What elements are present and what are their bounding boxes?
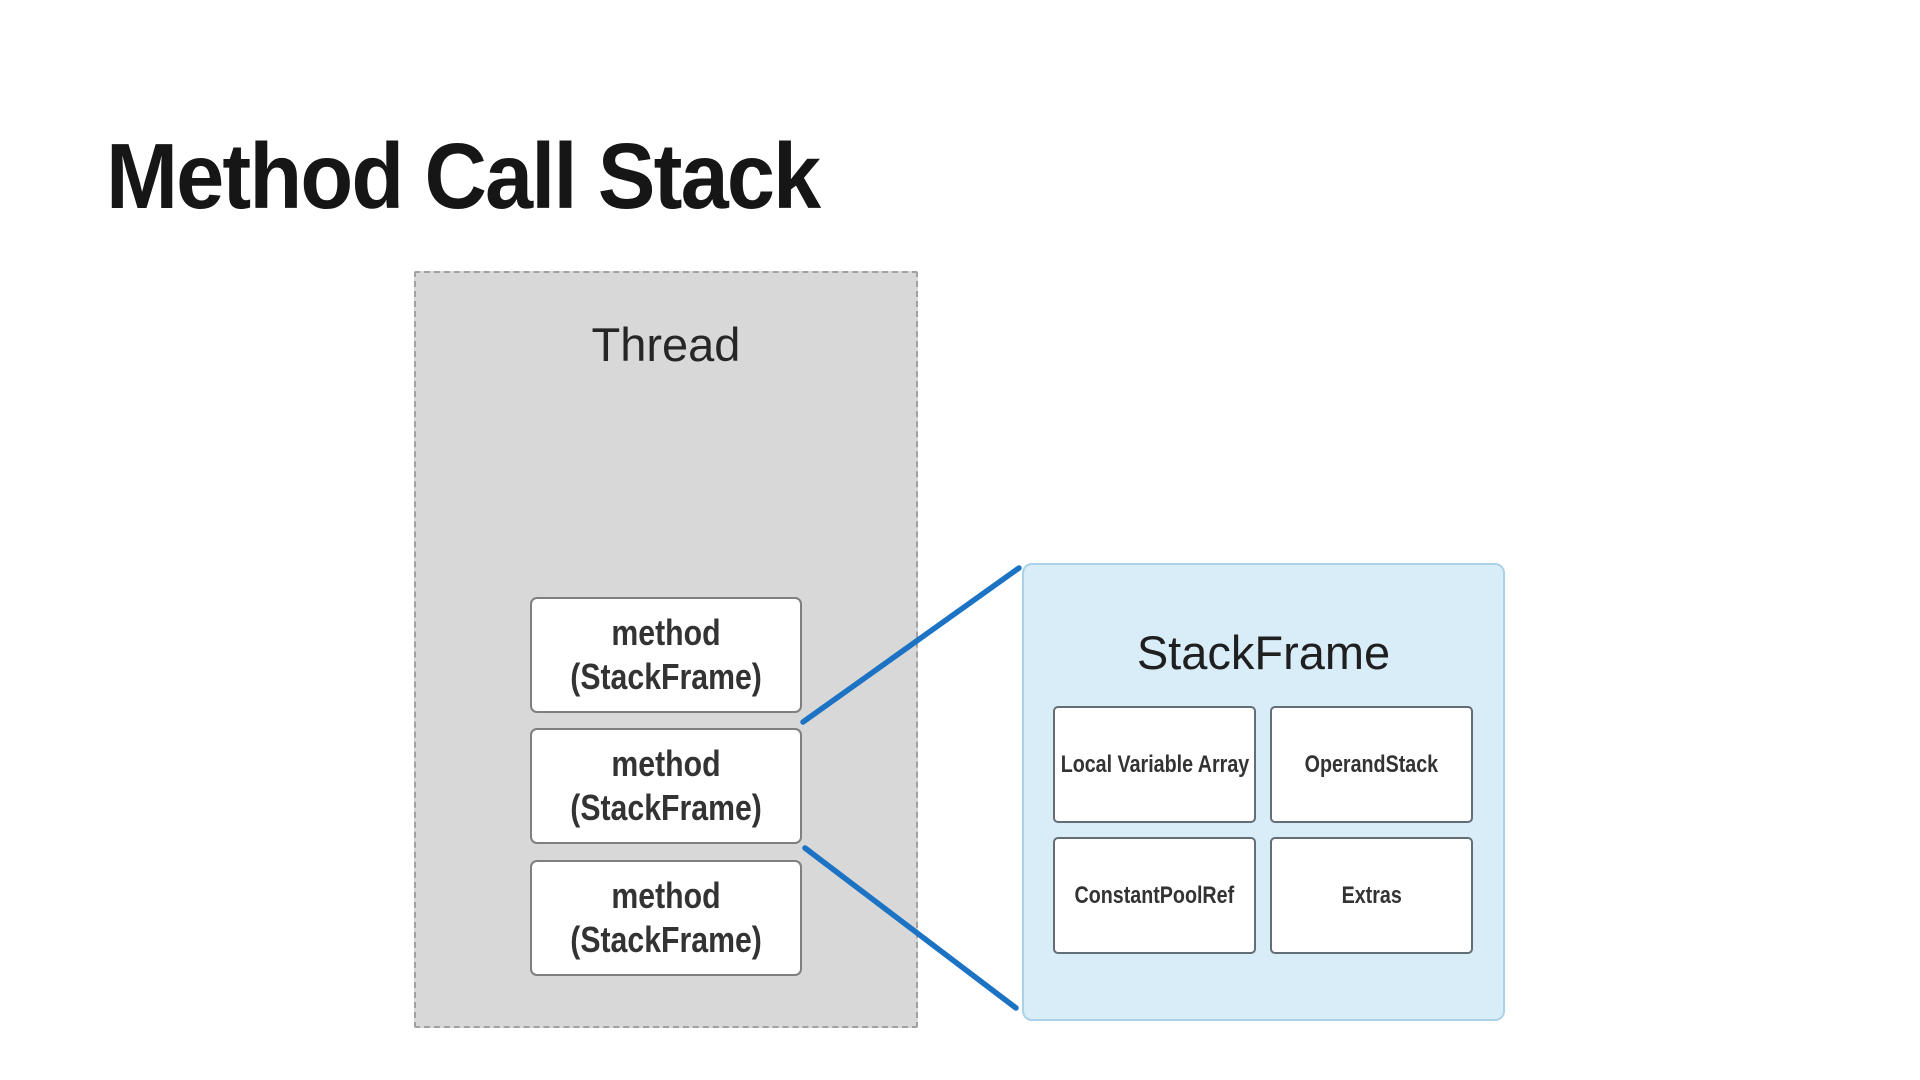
method-frame: method (StackFrame) — [530, 728, 802, 844]
stackframe-cell-extras: Extras — [1270, 837, 1473, 954]
method-frame-type: (StackFrame) — [570, 656, 762, 697]
thread-label: Thread — [591, 318, 741, 371]
stackframe-title: StackFrame — [1136, 626, 1391, 679]
stackframe-cell-operandstack: OperandStack — [1270, 706, 1473, 823]
method-frame: method (StackFrame) — [530, 860, 802, 976]
stackframe-cell-local-variable-array: Local Variable Array — [1053, 706, 1256, 823]
stackframe-panel: StackFrame Local Variable Array OperandS… — [1022, 563, 1505, 1021]
method-frame-type: (StackFrame) — [570, 787, 762, 828]
stackframe-grid: Local Variable Array OperandStack Consta… — [1053, 706, 1473, 954]
method-frame-name: method — [611, 743, 721, 784]
method-frame-type: (StackFrame) — [570, 919, 762, 960]
method-frame-name: method — [611, 875, 721, 916]
page-title: Method Call Stack — [106, 124, 821, 228]
stackframe-cell-label: Local Variable Array — [1060, 750, 1249, 778]
stackframe-cell-constantpoolref: ConstantPoolRef — [1053, 837, 1256, 954]
stackframe-cell-label: OperandStack — [1304, 750, 1439, 778]
stackframe-cell-label: ConstantPoolRef — [1074, 881, 1235, 909]
method-frame-name: method — [611, 612, 721, 653]
stackframe-cell-label: Extras — [1341, 881, 1402, 909]
method-frame: method (StackFrame) — [530, 597, 802, 713]
